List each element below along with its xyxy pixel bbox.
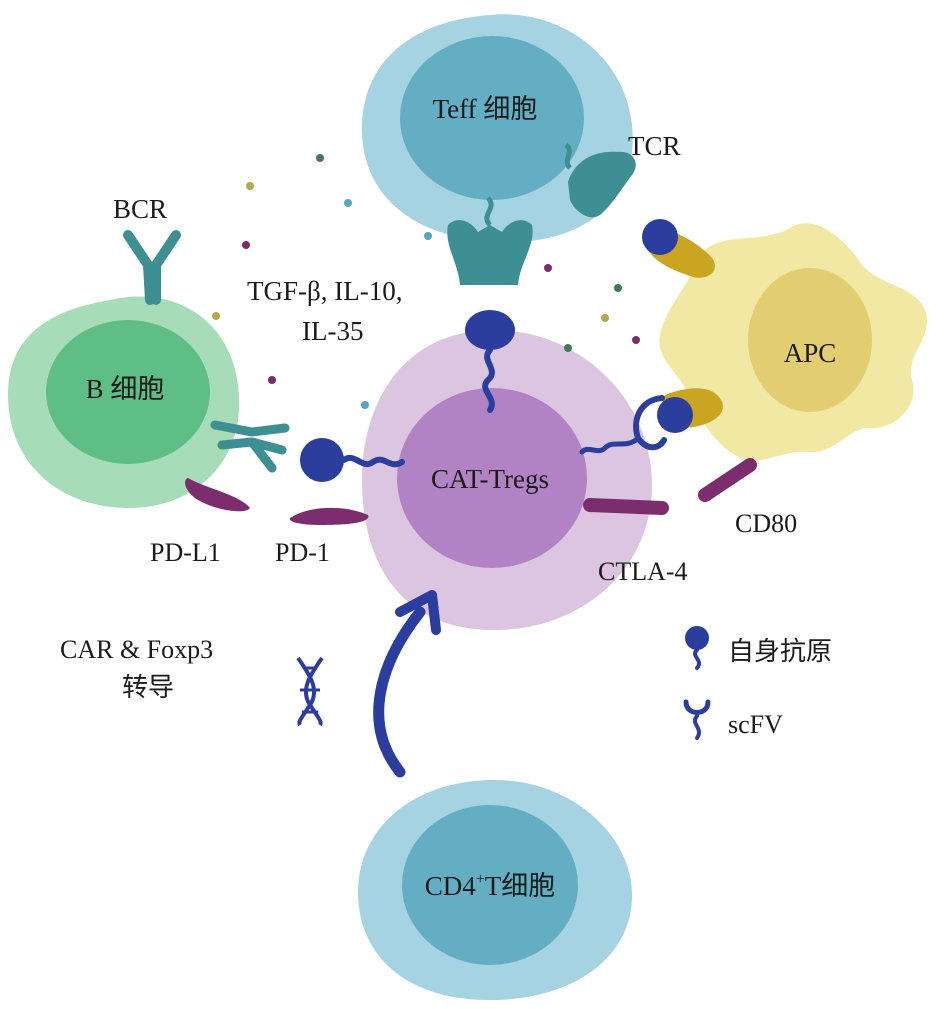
legend-autoantigen-label: 自身抗原 (728, 637, 832, 666)
cd80-ligand (698, 458, 757, 502)
treg-autoantigen-top (465, 310, 515, 413)
cd4-t-cell-nucleus (402, 805, 578, 965)
teff-cell-nucleus (400, 36, 584, 200)
legend-scfv-icon (683, 699, 711, 740)
tcr-stem (564, 143, 573, 170)
antigen-top (642, 219, 678, 255)
bcr-right (210, 420, 290, 473)
pd-1-label: PD-1 (275, 538, 330, 567)
pd-1-receptor (289, 507, 369, 525)
antigen-lower (657, 397, 693, 433)
teff-tcr-stem (484, 196, 494, 227)
bcr-label: BCR (113, 194, 167, 224)
cytokine-dots (212, 154, 640, 409)
teff-cell (361, 14, 633, 243)
bcr-top-shape (123, 230, 181, 305)
teff-tcr-body (447, 220, 533, 285)
tcr-label: TCR (628, 131, 681, 161)
legend-autoantigen-icon (685, 626, 709, 670)
mhc-lower (579, 388, 723, 455)
legend-scfv-label: scFV (728, 710, 783, 739)
cytokine-dot (632, 336, 640, 344)
cd4-t-cell-label-sup: + (476, 871, 485, 888)
transduction-arrow-head (395, 590, 441, 635)
b-cell (8, 296, 240, 509)
tcr-body (568, 151, 636, 218)
treg-autoantigen-left (300, 438, 405, 482)
cytokine-dot (246, 182, 254, 190)
cytokine-dot (212, 312, 220, 320)
dna-icon (296, 656, 324, 727)
cd4-t-cell-label: CD4+T细胞 (425, 871, 556, 901)
mhc-top (642, 219, 715, 278)
transduction-label-line2: 转导 (122, 673, 174, 702)
scfv-lower (633, 395, 667, 451)
cd4-t-cell-label-rest: T细胞 (485, 871, 556, 901)
bcr-right-shape (210, 420, 290, 473)
pd-l1-label: PD-L1 (150, 538, 221, 567)
bcr-top (123, 230, 181, 305)
cytokine-dot (344, 199, 352, 207)
cytokine-dot (614, 284, 622, 292)
ctla-4-receptor (583, 498, 669, 515)
cytokines-label-line2: IL-35 (302, 316, 363, 346)
cd4-t-cell-label-main: CD4 (425, 871, 477, 901)
cytokine-dot (544, 264, 552, 272)
cytokine-dot (361, 401, 369, 409)
cytokine-dot (316, 154, 324, 162)
cat-tregs-nucleus (397, 388, 587, 568)
cytokine-dot (268, 376, 276, 384)
tcr-receptor (564, 143, 636, 218)
cd4-t-cell (358, 779, 632, 1000)
cytokine-dot (242, 241, 250, 249)
b-cell-label: B 细胞 (86, 374, 165, 404)
b-cell-nucleus (46, 320, 210, 464)
treg-autoantigen-left-stem (341, 455, 405, 468)
teff-tcr-receptor (447, 196, 533, 285)
transduction-arrow (373, 590, 441, 778)
cd80-label: CD80 (735, 509, 797, 538)
ctla-4-label: CTLA-4 (598, 557, 688, 586)
cytokine-dot (564, 344, 572, 352)
cytokine-dot (424, 232, 432, 240)
treg-autoantigen-stem (482, 347, 495, 413)
apc-cell (659, 223, 928, 461)
cytokine-dot (601, 314, 609, 322)
pd-l1-ligand (185, 478, 250, 512)
transduction-label-line1: CAR & Foxp3 (60, 635, 213, 664)
cat-tregs-label: CAT-Tregs (431, 464, 549, 494)
treg-autoantigen-left-head (300, 438, 344, 482)
apc-nucleus (748, 268, 872, 412)
scfv-lower-stem (579, 437, 639, 455)
transduction-arrow-shaft (373, 606, 426, 778)
cat-tregs-cell (362, 329, 652, 631)
teff-cell-label: Teff 细胞 (433, 94, 538, 124)
treg-autoantigen-head (465, 310, 515, 350)
cytokines-label-line1: TGF-β, IL-10, (247, 276, 402, 306)
apc-label: APC (784, 338, 837, 368)
